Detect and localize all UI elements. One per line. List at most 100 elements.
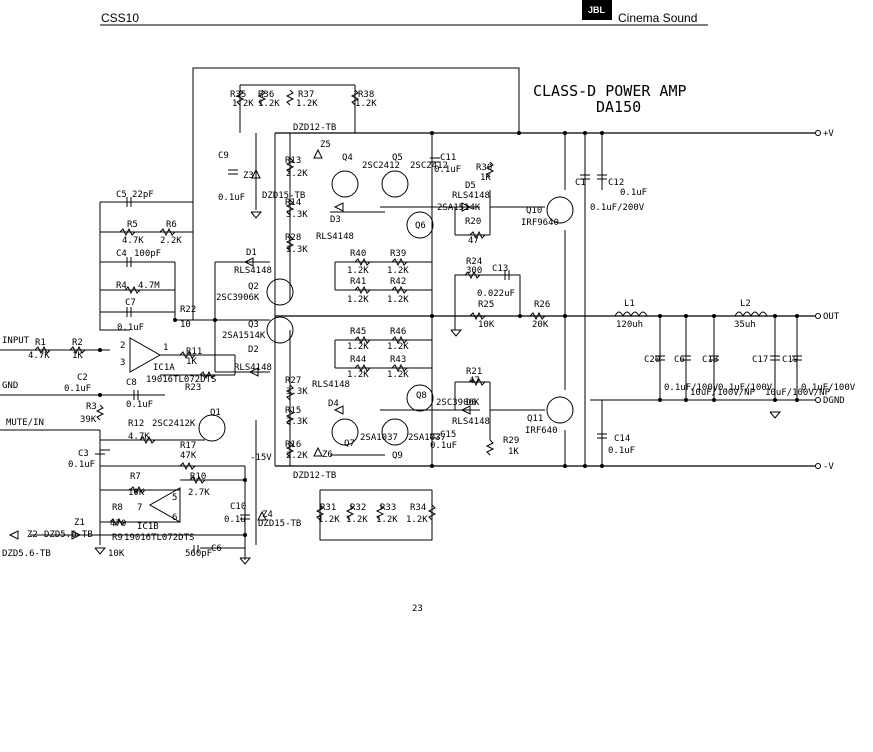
q2-ref: Q2 (248, 282, 259, 292)
r33-ref: R33 (380, 503, 396, 513)
pin1-label: 1 (163, 343, 168, 353)
pos-rail-label: +V (823, 129, 834, 139)
q11-ref: Q11 (527, 414, 543, 424)
r11-value: 1K (186, 357, 197, 367)
c6b-ref: C6 (211, 544, 222, 554)
resistor-bodies (34, 89, 546, 527)
c20-value: 0.1uF/100V (664, 383, 719, 393)
c1-value: 0.1uF/200V (590, 203, 645, 213)
capacitor-plates (95, 157, 802, 552)
inductors (614, 311, 768, 318)
dzd-left-label: DZD5.6-TB (2, 549, 51, 559)
z1-ref: Z1 (74, 518, 85, 528)
pin3-label: 3 (120, 358, 125, 368)
diodes (71, 148, 472, 540)
r11-ref: R11 (186, 347, 202, 357)
out-label: OUT (823, 312, 840, 322)
d6-part: RLS4148 (452, 417, 490, 427)
r31-value: 1.2K (318, 515, 340, 525)
transistors (198, 170, 574, 446)
r38-ref: R38 (358, 90, 374, 100)
r8-ref: R8 (112, 503, 123, 513)
r26-ref: R26 (534, 300, 550, 310)
z3-value: DZD15-TB (262, 191, 305, 201)
ic1a-ref: IC1A (153, 363, 175, 373)
r25-value: 10K (478, 320, 495, 330)
r28-value: 3.3K (286, 245, 308, 255)
r1-ref: R1 (35, 338, 46, 348)
r35-value: 1.2K (232, 99, 254, 109)
ground-symbols (94, 211, 782, 565)
c3-value: 0.1uF (68, 460, 95, 470)
c17-ref: C17 (752, 355, 768, 365)
r30-value: 1K (480, 173, 491, 183)
c2-ref: C2 (77, 373, 88, 383)
r41-value: 1.2K (347, 295, 369, 305)
r28-ref: R28 (285, 233, 301, 243)
r42-value: 1.2K (387, 295, 409, 305)
r31-ref: R31 (320, 503, 336, 513)
r4-ref: R4 (116, 281, 127, 291)
d5-part: RLS4148 (452, 191, 490, 201)
l2-ref: L2 (740, 299, 751, 309)
c9-value: 0.1uF (218, 193, 245, 203)
r2-value: 1K (72, 351, 83, 361)
c7-ref: C7 (125, 298, 136, 308)
c13-ref: C13 (492, 264, 508, 274)
r22-ref: R22 (180, 305, 196, 315)
c10-ref: C10 (230, 502, 246, 512)
d4-ref: D4 (328, 399, 339, 409)
q4-part: 2SC2412 (362, 161, 400, 171)
c9-ref: C9 (218, 151, 229, 161)
c5-ref: C5 (116, 190, 127, 200)
r2-ref: R2 (72, 338, 83, 348)
r39-ref: R39 (390, 249, 406, 259)
c12-ref: C12 (608, 178, 624, 188)
model-label: CSS10 (101, 11, 139, 25)
component-labels: R35 1.2K R36 1.2K R37 1.2K R38 1.2K DZD1… (27, 90, 856, 559)
r45-value: 1.2K (347, 342, 369, 352)
r43-ref: R43 (390, 355, 406, 365)
q5-part: 2SC2412 (410, 161, 448, 171)
c4-value: 100pF (134, 249, 161, 259)
c10-value: 0.1u (224, 515, 246, 525)
ic1a-part: 19016TL072DTS (146, 375, 216, 385)
r22-value: 10 (180, 320, 191, 330)
r36-ref: R36 (258, 90, 274, 100)
r10-ref: R10 (190, 472, 206, 482)
zlow-type: DZD12-TB (293, 471, 336, 481)
z5-type: DZD12-TB (293, 123, 336, 133)
r25-ref: R25 (478, 300, 494, 310)
minus15-label: -15V (250, 453, 272, 463)
r21-ref: R21 (466, 367, 482, 377)
d2-part: RLS4148 (234, 363, 272, 373)
r17-ref: R17 (180, 441, 196, 451)
c15-ref: C15 (440, 430, 456, 440)
r36-value: 1.2K (258, 99, 280, 109)
jbl-logo (582, 0, 612, 20)
ic1b-ref: IC1B (137, 522, 159, 532)
r37-value: 1.2K (296, 99, 318, 109)
r14-value: 3.3K (286, 210, 308, 220)
c14-ref: C14 (614, 434, 630, 444)
c17-value: 10uF/100V/NP (765, 388, 831, 398)
wiring (0, 67, 815, 560)
z4-part: DZD15-TB (258, 519, 301, 529)
d4-part: RLS4148 (312, 380, 350, 390)
q10-part: IRF9640 (521, 218, 559, 228)
q1-ref: Q1 (210, 408, 221, 418)
c6b-value: 560pF (185, 549, 212, 559)
c18-value: 0.1uF/100V (718, 383, 773, 393)
r13-value: 2.2K (286, 169, 308, 179)
r15-value: 3.3K (286, 417, 308, 427)
r9-ref: R9 (112, 533, 123, 543)
c11-ref: C11 (440, 153, 456, 163)
q9-part: 2SA1037 (408, 433, 446, 443)
d2-ref: D2 (248, 345, 259, 355)
l1-value: 120uh (616, 320, 643, 330)
pin2-label: 2 (120, 341, 125, 351)
ic1b-part: 19016TL072DTS (124, 533, 194, 543)
c14-value: 0.1uF (608, 446, 635, 456)
c15-value: 0.1uF (430, 441, 457, 451)
